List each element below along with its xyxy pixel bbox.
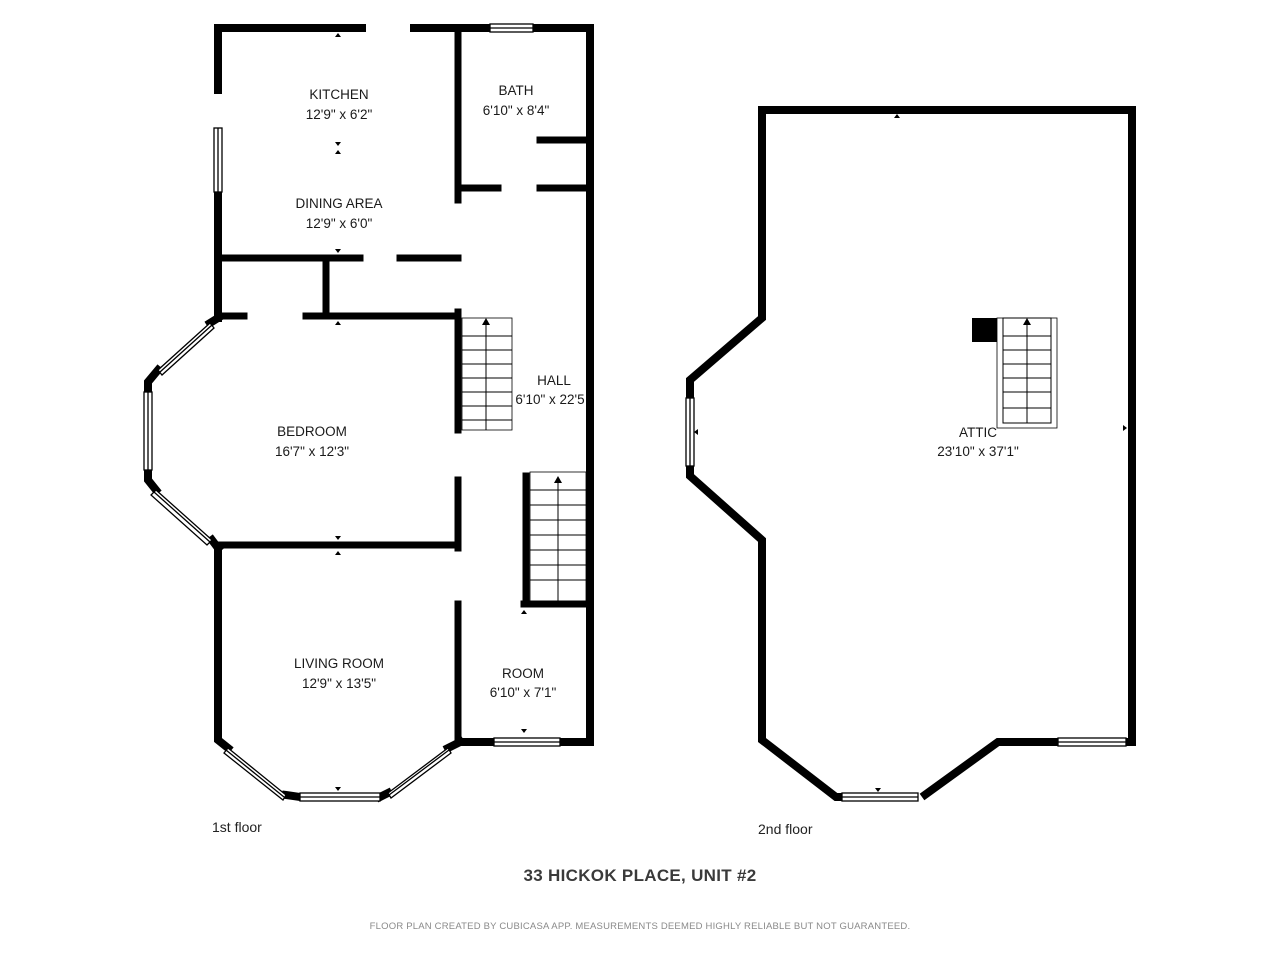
room-dims-bath: 6'10" x 8'4" bbox=[483, 103, 550, 118]
room-name-dining-area: DINING AREA bbox=[295, 196, 382, 211]
room-dims-living-room: 12'9" x 13'5" bbox=[302, 676, 376, 691]
first-floor-interior-walls bbox=[214, 24, 594, 746]
disclaimer-text: FLOOR PLAN CREATED BY CUBICASA APP. MEAS… bbox=[369, 921, 911, 932]
room-name-bedroom: BEDROOM bbox=[277, 424, 347, 439]
stair-arrow-icon bbox=[1023, 318, 1031, 325]
second-floor-label: 2nd floor bbox=[758, 821, 813, 837]
room-labels: KITCHEN 12'9" x 6'2" DINING AREA 12'9" x… bbox=[275, 83, 1019, 700]
room-dims-dining-area: 12'9" x 6'0" bbox=[306, 216, 373, 231]
room-dims-room: 6'10" x 7'1" bbox=[490, 685, 557, 700]
dimension-tick-markers bbox=[335, 33, 1127, 792]
room-name-living-room: LIVING ROOM bbox=[294, 656, 384, 671]
room-dims-hall: 6'10" x 22'5 bbox=[515, 392, 584, 407]
room-name-attic: ATTIC bbox=[959, 425, 997, 440]
property-address: 33 HICKOK PLACE, UNIT #2 bbox=[523, 866, 757, 885]
room-name-hall: HALL bbox=[537, 373, 571, 388]
chimney-block bbox=[972, 318, 997, 342]
second-floor-stairs bbox=[996, 317, 1058, 429]
room-dims-bedroom: 16'7" x 12'3" bbox=[275, 444, 349, 459]
room-name-bath: BATH bbox=[498, 83, 533, 98]
first-floor-windows bbox=[143, 23, 561, 802]
stair-arrow-icons bbox=[482, 318, 562, 483]
first-floor-plan bbox=[144, 24, 594, 803]
room-dims-attic: 23'10" x 37'1" bbox=[937, 444, 1019, 459]
first-floor-stairs bbox=[461, 317, 587, 603]
second-floor-windows bbox=[685, 397, 1127, 802]
second-floor-plan bbox=[686, 106, 1136, 801]
first-floor-label: 1st floor bbox=[212, 819, 262, 835]
room-dims-kitchen: 12'9" x 6'2" bbox=[306, 107, 373, 122]
room-name-kitchen: KITCHEN bbox=[309, 87, 368, 102]
room-name-room: ROOM bbox=[502, 666, 544, 681]
